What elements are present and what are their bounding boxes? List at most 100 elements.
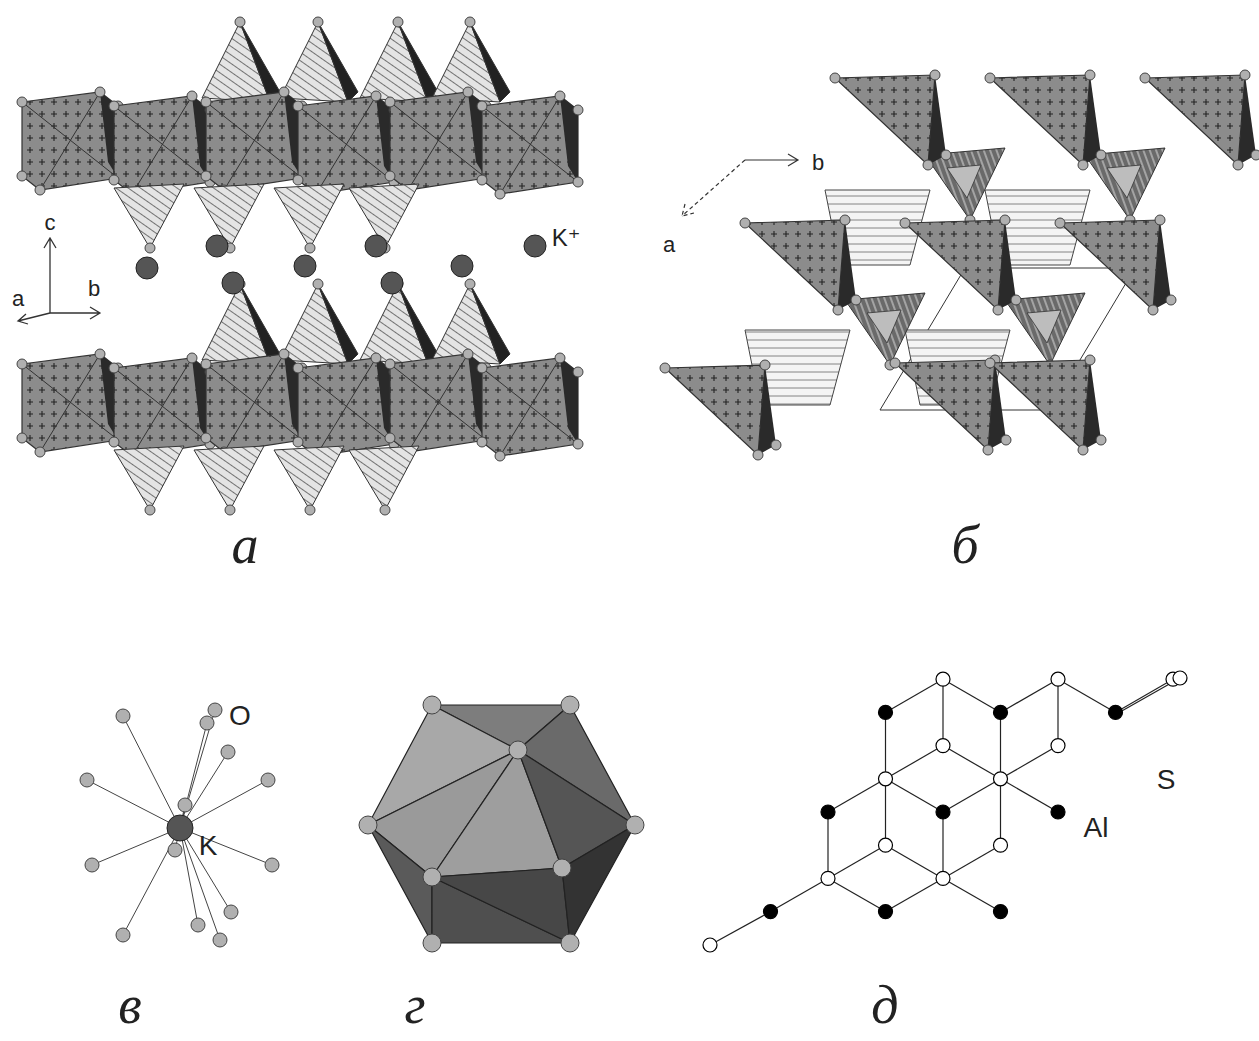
aluminium-site xyxy=(821,805,835,819)
oxygen-vertex xyxy=(293,175,303,185)
panel-letter: г xyxy=(404,978,425,1032)
octahedron-edge xyxy=(298,358,394,456)
oxygen-vertex xyxy=(477,101,487,111)
lattice-bond xyxy=(1000,712,1001,778)
oxygen-vertex xyxy=(553,859,571,877)
oxygen-vertex xyxy=(573,177,583,187)
sulfur-site xyxy=(936,672,950,686)
tetrahedron-side xyxy=(470,22,510,102)
potassium-ion xyxy=(524,235,546,257)
lattice-bond xyxy=(943,679,1001,712)
tetrahedron xyxy=(845,293,925,365)
atom-label: K xyxy=(199,832,218,860)
oxygen-vertex xyxy=(145,505,155,515)
octahedron xyxy=(22,92,118,190)
octahedron xyxy=(206,92,302,190)
tetrahedron xyxy=(990,360,1090,450)
oxygen-vertex xyxy=(279,349,289,359)
tetrahedron xyxy=(665,365,765,455)
oxygen-vertex xyxy=(293,101,303,111)
oxygen-vertex xyxy=(371,353,381,363)
octahedron-edge xyxy=(482,358,578,456)
sulfur-site xyxy=(703,938,717,952)
octahedron-edge xyxy=(22,354,118,452)
polyhedron-face xyxy=(368,825,432,943)
oxygen-vertex xyxy=(201,359,211,369)
oxygen-vertex xyxy=(116,709,130,723)
bond-line xyxy=(180,828,272,865)
octahedron xyxy=(298,358,394,456)
sulfur-site xyxy=(821,871,835,885)
oxygen-vertex xyxy=(305,505,315,515)
potassium-ion xyxy=(136,257,158,279)
oxygen-vertex xyxy=(393,17,403,27)
oxygen-vertex xyxy=(495,189,505,199)
lattice-bond xyxy=(710,912,770,945)
tetrahedron xyxy=(895,360,995,450)
octahedron-edge xyxy=(206,354,302,452)
oxygen-vertex xyxy=(385,359,395,369)
tetrahedron xyxy=(194,184,264,248)
sulfur-site xyxy=(1051,739,1065,753)
lattice-bond xyxy=(943,779,1001,812)
axis-label: a xyxy=(663,234,675,256)
oxygen-vertex xyxy=(463,87,473,97)
oxygen-vertex xyxy=(477,437,487,447)
lattice-bond xyxy=(886,679,944,712)
oxygen-vertex xyxy=(833,305,843,315)
oxygen-vertex xyxy=(371,91,381,101)
oxygen-vertex xyxy=(109,101,119,111)
tetrahedron-side xyxy=(470,284,510,364)
oxygen-vertex xyxy=(95,349,105,359)
potassium-ion xyxy=(381,272,403,294)
octahedron-edge xyxy=(206,92,302,190)
axis-label: b xyxy=(812,152,824,174)
oxygen-vertex xyxy=(495,451,505,461)
lattice-bond xyxy=(1057,679,1058,745)
oxygen-vertex xyxy=(1233,160,1243,170)
oxygen-vertex xyxy=(85,858,99,872)
oxygen-vertex xyxy=(423,868,441,886)
lattice-bond xyxy=(1116,679,1174,712)
bond-line xyxy=(123,716,180,828)
potassium-ion xyxy=(294,255,316,277)
oxygen-vertex xyxy=(851,295,861,305)
atom-label: Al xyxy=(1084,814,1109,842)
oxygen-vertex xyxy=(17,359,27,369)
octahedron xyxy=(482,358,578,456)
tetrahedron-face xyxy=(1107,165,1141,198)
oxygen-vertex xyxy=(760,360,770,370)
oxygen-vertex xyxy=(187,353,197,363)
lattice-bond xyxy=(885,712,886,778)
tetrahedron-side xyxy=(240,22,280,102)
axis-label: b xyxy=(88,278,100,300)
aluminium-site xyxy=(936,805,950,819)
octahedron-edge xyxy=(390,92,486,190)
oxygen-vertex xyxy=(1011,295,1021,305)
tetrahedron-side xyxy=(398,22,438,102)
lattice-bond xyxy=(943,746,1001,779)
oxygen-vertex xyxy=(35,185,45,195)
oxygen-vertex xyxy=(201,433,211,443)
oxygen-vertex xyxy=(993,305,1003,315)
ion-label: K⁺ xyxy=(552,226,581,250)
bond-line xyxy=(87,780,180,828)
lattice-bond xyxy=(1001,779,1059,812)
oxygen-vertex xyxy=(1001,435,1011,445)
lattice-bond xyxy=(943,878,1001,911)
panel-letter: д xyxy=(871,978,898,1032)
sulfur-site xyxy=(936,739,950,753)
oxygen-vertex xyxy=(293,437,303,447)
tetrahedron-face xyxy=(1027,310,1061,343)
oxygen-vertex xyxy=(109,175,119,185)
tetrahedron-face xyxy=(867,310,901,343)
potassium-ion xyxy=(222,272,244,294)
lattice-bond xyxy=(942,812,943,878)
oxygen-vertex xyxy=(830,73,840,83)
sulfur-site xyxy=(1173,671,1187,685)
oxygen-vertex xyxy=(983,445,993,455)
oxygen-vertex xyxy=(109,363,119,373)
tetrahedron xyxy=(349,446,419,510)
oxygen-vertex xyxy=(168,843,182,857)
